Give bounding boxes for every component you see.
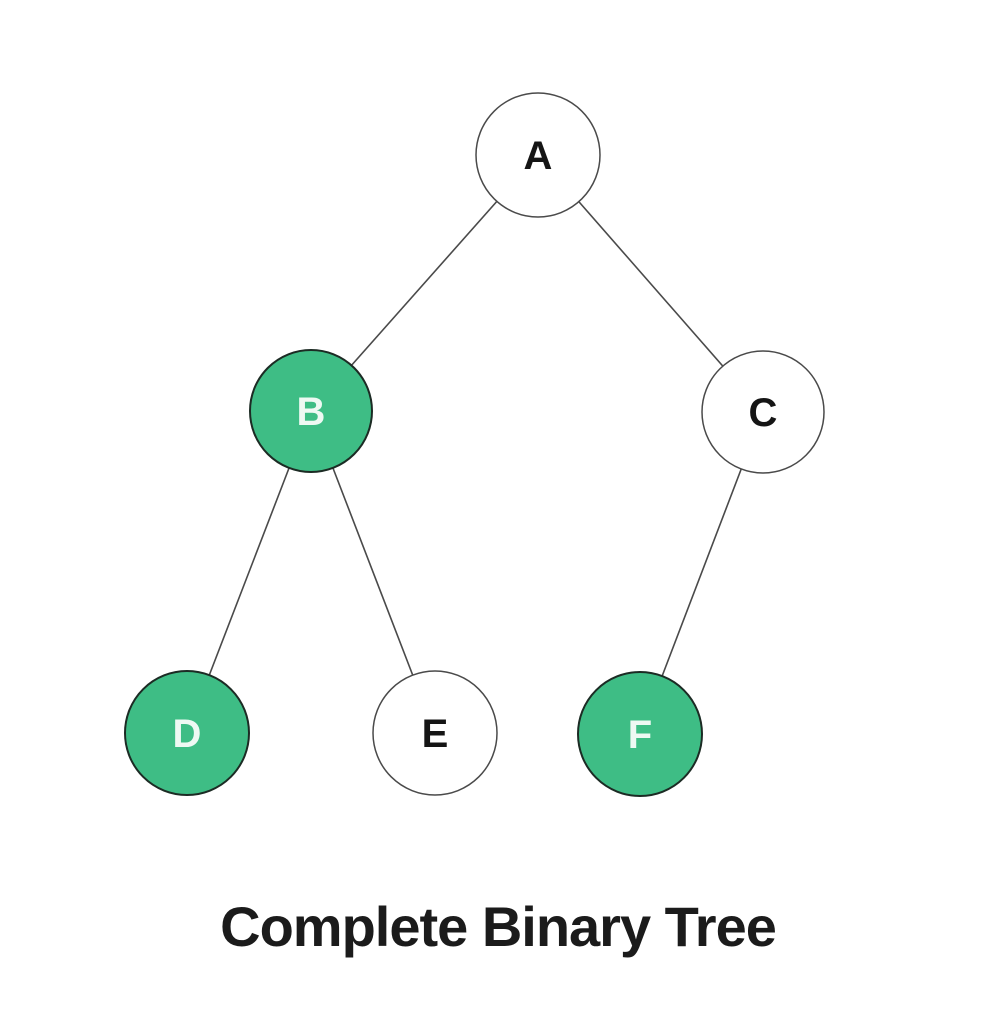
diagram-title: Complete Binary Tree xyxy=(220,895,777,958)
tree-node-F-circle xyxy=(577,671,703,797)
tree-node-C-circle xyxy=(701,350,825,474)
tree-node-E-label: E xyxy=(422,712,449,756)
tree-nodes-layer: A B C D E F xyxy=(124,92,825,797)
tree-node-D-circle xyxy=(124,670,250,796)
tree-node-B: B xyxy=(249,349,373,473)
tree-node-F-label: F xyxy=(628,713,652,757)
tree-node-F: F xyxy=(577,671,703,797)
tree-node-B-circle xyxy=(249,349,373,473)
tree-node-E: E xyxy=(372,670,498,796)
tree-node-D-label: D xyxy=(173,712,202,756)
tree-node-E-circle xyxy=(372,670,498,796)
tree-node-D: D xyxy=(124,670,250,796)
tree-node-C: C xyxy=(701,350,825,474)
tree-node-A-label: A xyxy=(524,134,553,178)
tree-node-C-label: C xyxy=(749,391,778,435)
tree-node-A-circle xyxy=(475,92,601,218)
tree-node-A: A xyxy=(475,92,601,218)
tree-node-B-label: B xyxy=(297,390,326,434)
